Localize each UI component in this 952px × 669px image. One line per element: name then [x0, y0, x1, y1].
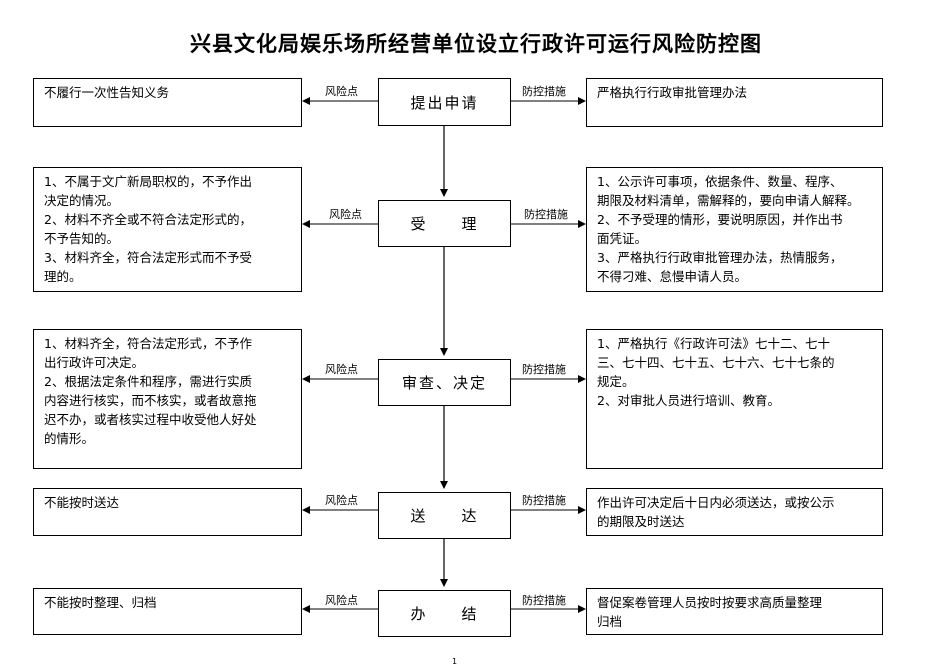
measure-box-4: 作出许可决定后十日内必须送达，或按公示 的期限及时送达	[586, 488, 883, 536]
risk-tag-1: 风险点	[325, 85, 358, 98]
risk-tag-4: 风险点	[325, 494, 358, 507]
stage-box-4: 送 达	[378, 492, 511, 539]
risk-box-1: 不履行一次性告知义务	[33, 78, 302, 127]
measure-tag-4: 防控措施	[522, 494, 566, 507]
risk-box-4: 不能按时送达	[33, 488, 302, 536]
measure-box-3: 1、严格执行《行政许可法》七十二、七十 三、七十四、七十五、七十六、七十七条的 …	[586, 329, 883, 469]
stage-box-1: 提出申请	[378, 78, 511, 126]
measure-tag-2: 防控措施	[524, 208, 568, 221]
stage-box-2: 受 理	[378, 200, 511, 247]
measure-tag-5: 防控措施	[522, 594, 566, 607]
measure-box-1: 严格执行行政审批管理办法	[586, 78, 883, 127]
risk-box-2: 1、不属于文广新局职权的，不予作出 决定的情况。 2、材料不齐全或不符合法定形式…	[33, 167, 302, 292]
measure-box-2: 1、公示许可事项，依据条件、数量、程序、 期限及材料清单，需解释的，要向申请人解…	[586, 167, 883, 292]
stage-box-3: 审查、决定	[378, 359, 511, 406]
measure-tag-1: 防控措施	[522, 85, 566, 98]
measure-tag-3: 防控措施	[522, 363, 566, 376]
stage-box-5: 办 结	[378, 590, 511, 637]
risk-box-5: 不能按时整理、归档	[33, 588, 302, 635]
page-number: 1	[452, 657, 458, 666]
risk-box-3: 1、材料齐全，符合法定形式，不予作 出行政许可决定。 2、根据法定条件和程序，需…	[33, 329, 302, 469]
measure-box-5: 督促案卷管理人员按时按要求高质量整理 归档	[586, 588, 883, 635]
diagram-title: 兴县文化局娱乐场所经营单位设立行政许可运行风险防控图	[190, 32, 762, 56]
risk-tag-2: 风险点	[329, 208, 362, 221]
risk-tag-3: 风险点	[325, 363, 358, 376]
risk-tag-5: 风险点	[325, 594, 358, 607]
